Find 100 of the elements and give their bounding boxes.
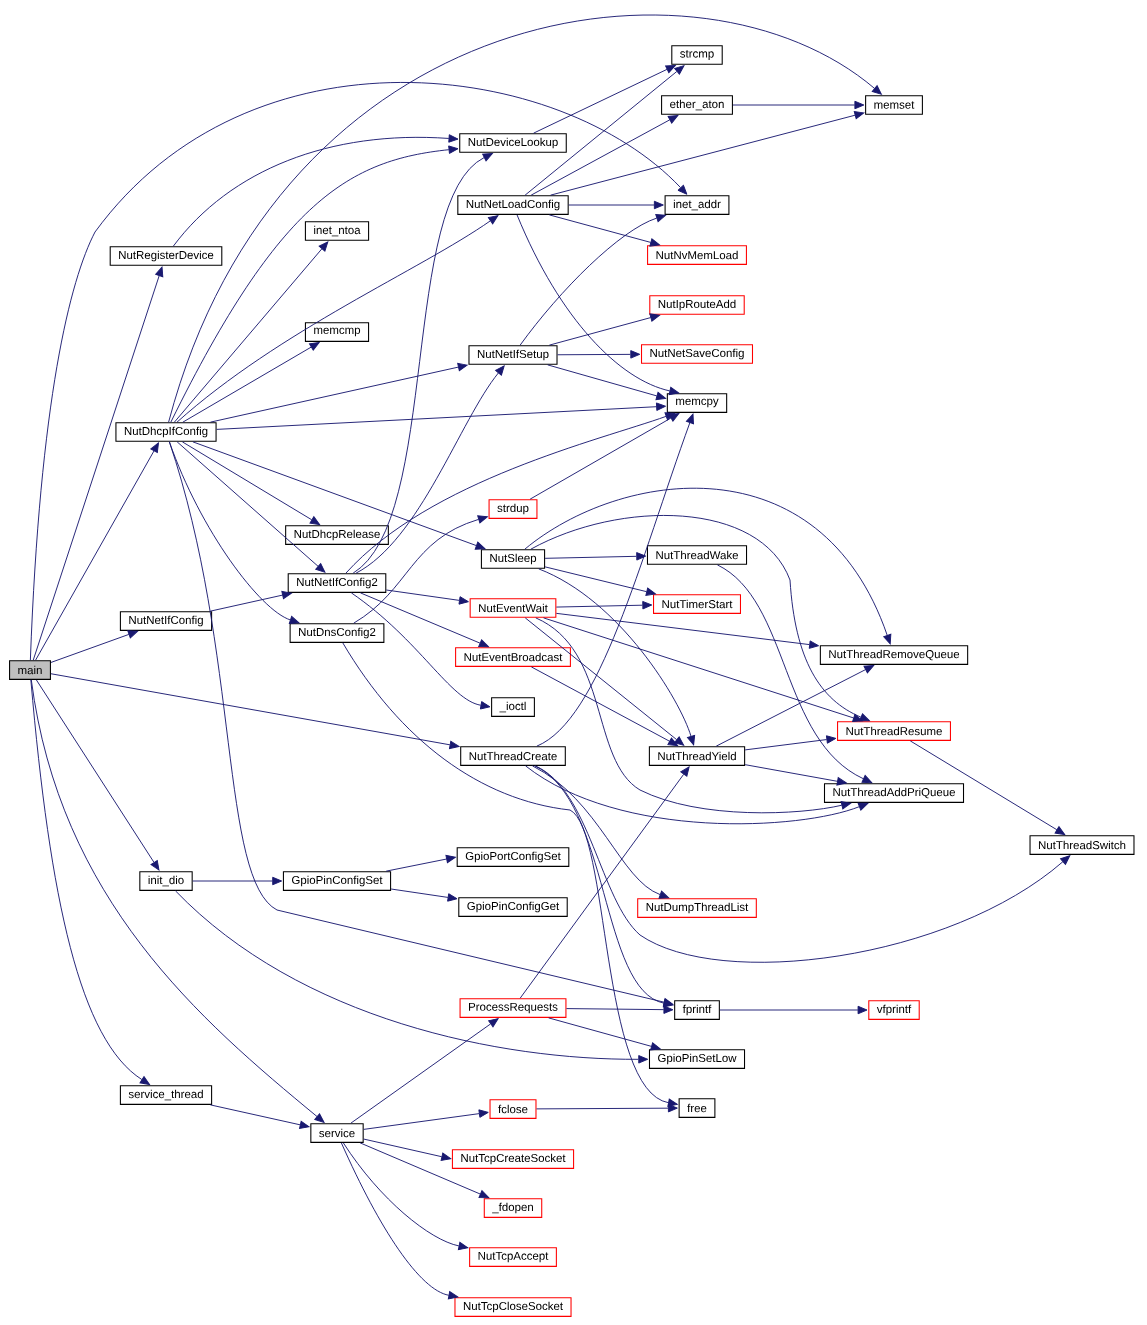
function-box: NutThreadYield [648,746,746,766]
arrow [350,1018,499,1124]
arrow [390,888,458,902]
arrow [544,552,647,561]
arrow [360,592,489,648]
arrow [385,589,469,605]
arrow [534,765,674,1008]
arrow [192,441,486,550]
arrow [533,64,676,134]
arrow [548,214,660,247]
function-box: NutThreadResume [837,721,951,741]
arrow [536,1103,678,1113]
function-box: NutTcpAccept [469,1247,557,1267]
arrow [176,215,499,423]
function-box: NutDhcpIfConfig [115,422,217,442]
function-box: NutTcpCreateSocket [451,1149,575,1169]
arrow [548,1017,661,1051]
function-box: NutEventWait [469,598,557,618]
arrow [715,664,875,747]
function-box: NutTcpCloseSocket [454,1297,572,1317]
arrow [209,362,468,423]
function-box: _ioctl [491,697,535,717]
arrow [192,876,283,886]
function-box: NutNetSaveConfig [641,344,754,364]
arrow [32,266,164,661]
arrow [716,564,873,784]
function-box: ProcessRequests [459,998,567,1018]
function-box: NutThreadCreate [460,746,566,766]
function-box: service [310,1123,364,1143]
function-box: NutThreadAddPriQueue [823,783,965,803]
function-box: fclose [489,1099,537,1119]
arrow [209,590,292,612]
function-box: GpioPinConfigSet [282,871,392,891]
function-box: NutTimerStart [653,594,741,614]
arrow [744,735,837,751]
arrow [216,402,667,430]
arrow [353,515,488,624]
arrow [525,765,869,825]
function-box: inet_ntoa [304,221,370,241]
arrow [732,100,865,110]
arrow [209,1104,310,1129]
function-box: GpioPinConfigGet [458,897,568,917]
arrow [30,679,150,1085]
arrow [363,1109,489,1130]
arrow [547,364,667,401]
arrow [719,1005,868,1015]
function-box: NutThreadSwitch [1029,835,1135,855]
arrow [181,441,321,525]
function-box: init_dio [139,871,193,891]
arrow [340,1142,459,1300]
arrow [35,442,159,661]
arrow [175,890,649,1064]
function-box: ether_aton [661,95,733,115]
function-box: memcmp [304,322,370,342]
arrow [519,766,690,999]
function-box: NutThreadWake [646,545,748,565]
function-box: NutNvMemLoad [647,245,747,265]
function-box: memcpy [666,393,728,413]
function-box: strcmp [671,45,723,65]
function-box: NutDumpThreadList [637,898,757,918]
arrow [352,152,493,574]
arrow [544,566,656,596]
function-box: NutIpRouteAdd [649,295,745,315]
arrow [536,413,694,747]
arrow [557,350,641,359]
function-box: NutNetIfConfig2 [287,573,387,593]
arrow [530,115,679,196]
function-box: NutDeviceLookup [459,133,567,153]
arrow [29,82,688,661]
arrow [548,313,660,346]
arrow [363,1138,452,1161]
function-box: NutNetIfConfig [119,611,213,631]
arrow [530,515,870,722]
function-box: GpioPortConfigSet [456,847,570,867]
arrow [516,214,680,396]
arrow [50,673,460,750]
arrow [170,145,459,423]
arrow [342,1142,469,1251]
arrow [532,765,670,899]
arrow [555,612,820,649]
function-box: NutDnsConfig2 [289,623,385,643]
arrow [176,441,326,573]
arrow [172,134,459,247]
function-box: NutRegisterDevice [109,246,223,266]
arrow [35,679,160,871]
function-box: free [678,1098,716,1118]
function-box: vfprintf [868,1000,920,1020]
function-box: NutThreadRemoveQueue [819,645,969,665]
arrow [566,1005,674,1014]
function-box: _fdopen [483,1198,543,1218]
arrow [168,441,674,1007]
arrow [909,740,1066,835]
arrow [173,241,329,423]
arrow [524,488,892,645]
arrow [529,413,680,500]
arrow [519,214,666,346]
function-box: inet_addr [664,195,730,215]
arrow [550,111,865,196]
arrow [568,200,664,210]
arrow [355,365,505,574]
